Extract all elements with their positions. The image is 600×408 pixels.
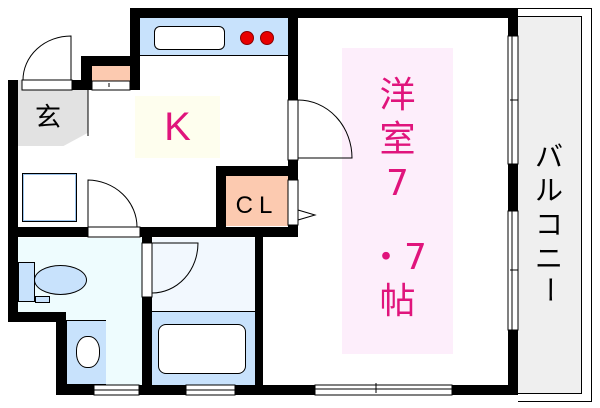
washroom-door-icon bbox=[87, 179, 138, 228]
washroom bbox=[152, 238, 255, 311]
wall bbox=[8, 312, 66, 322]
wall bbox=[56, 312, 66, 392]
wall bbox=[8, 80, 18, 402]
kitchen-label: K bbox=[164, 104, 191, 149]
balcony-label-char: バ bbox=[534, 140, 563, 173]
wall bbox=[81, 56, 92, 90]
balcony-area bbox=[518, 16, 582, 394]
wall bbox=[508, 8, 518, 36]
wall bbox=[130, 8, 140, 90]
washing-machine-pan bbox=[22, 173, 77, 222]
wall bbox=[81, 56, 140, 66]
balcony-label-char: コ bbox=[534, 208, 563, 241]
wall bbox=[452, 385, 518, 395]
balcony-label: バ ル コ ニ ー bbox=[524, 140, 574, 310]
wall bbox=[142, 237, 152, 243]
western-room-label-line: 室 bbox=[379, 119, 416, 160]
wall bbox=[139, 385, 186, 395]
entrance-area bbox=[18, 80, 88, 146]
entrance-label: 玄 bbox=[34, 102, 61, 133]
toilet-paper bbox=[35, 296, 50, 303]
wall bbox=[235, 385, 315, 395]
wall bbox=[8, 227, 88, 237]
wall bbox=[72, 80, 82, 90]
kitchen-label-bg bbox=[135, 96, 220, 158]
closet-label: CL bbox=[235, 192, 279, 219]
wall bbox=[255, 237, 263, 395]
western-room-label-line: 7 bbox=[386, 163, 409, 204]
stove-burner-icon bbox=[240, 31, 254, 45]
western-room-label-line: 帖 bbox=[379, 281, 416, 322]
wall bbox=[130, 8, 518, 18]
stove-burner-icon bbox=[260, 31, 274, 45]
balcony-label-char: ル bbox=[534, 174, 563, 207]
wall bbox=[508, 330, 518, 395]
western-room-label-line: ・7 bbox=[368, 237, 427, 278]
exterior bbox=[8, 322, 56, 408]
wall bbox=[288, 225, 298, 237]
toilet-bowl bbox=[34, 265, 87, 295]
wall bbox=[142, 297, 152, 395]
wall bbox=[216, 166, 226, 236]
shoe-box bbox=[92, 66, 130, 81]
entrance-door-icon bbox=[22, 35, 72, 81]
wall bbox=[8, 312, 18, 322]
wall bbox=[288, 160, 298, 180]
western-room-label: 洋 室 7 ・7 帖 bbox=[342, 74, 453, 344]
wash-basin-bowl bbox=[76, 336, 100, 368]
wall bbox=[56, 385, 94, 395]
wall bbox=[216, 166, 298, 176]
bathtub bbox=[158, 324, 246, 374]
closet-area bbox=[226, 176, 288, 226]
sink bbox=[154, 26, 225, 50]
bedroom-door-icon bbox=[297, 99, 353, 159]
balcony-label-char: ニ bbox=[534, 242, 563, 275]
wall bbox=[288, 8, 298, 100]
balcony-label-char: ー bbox=[533, 276, 566, 304]
western-room-label-line: 洋 bbox=[379, 75, 416, 116]
wall bbox=[508, 164, 518, 211]
bath-door-icon bbox=[151, 242, 199, 294]
western-room-label-bg bbox=[342, 48, 453, 354]
